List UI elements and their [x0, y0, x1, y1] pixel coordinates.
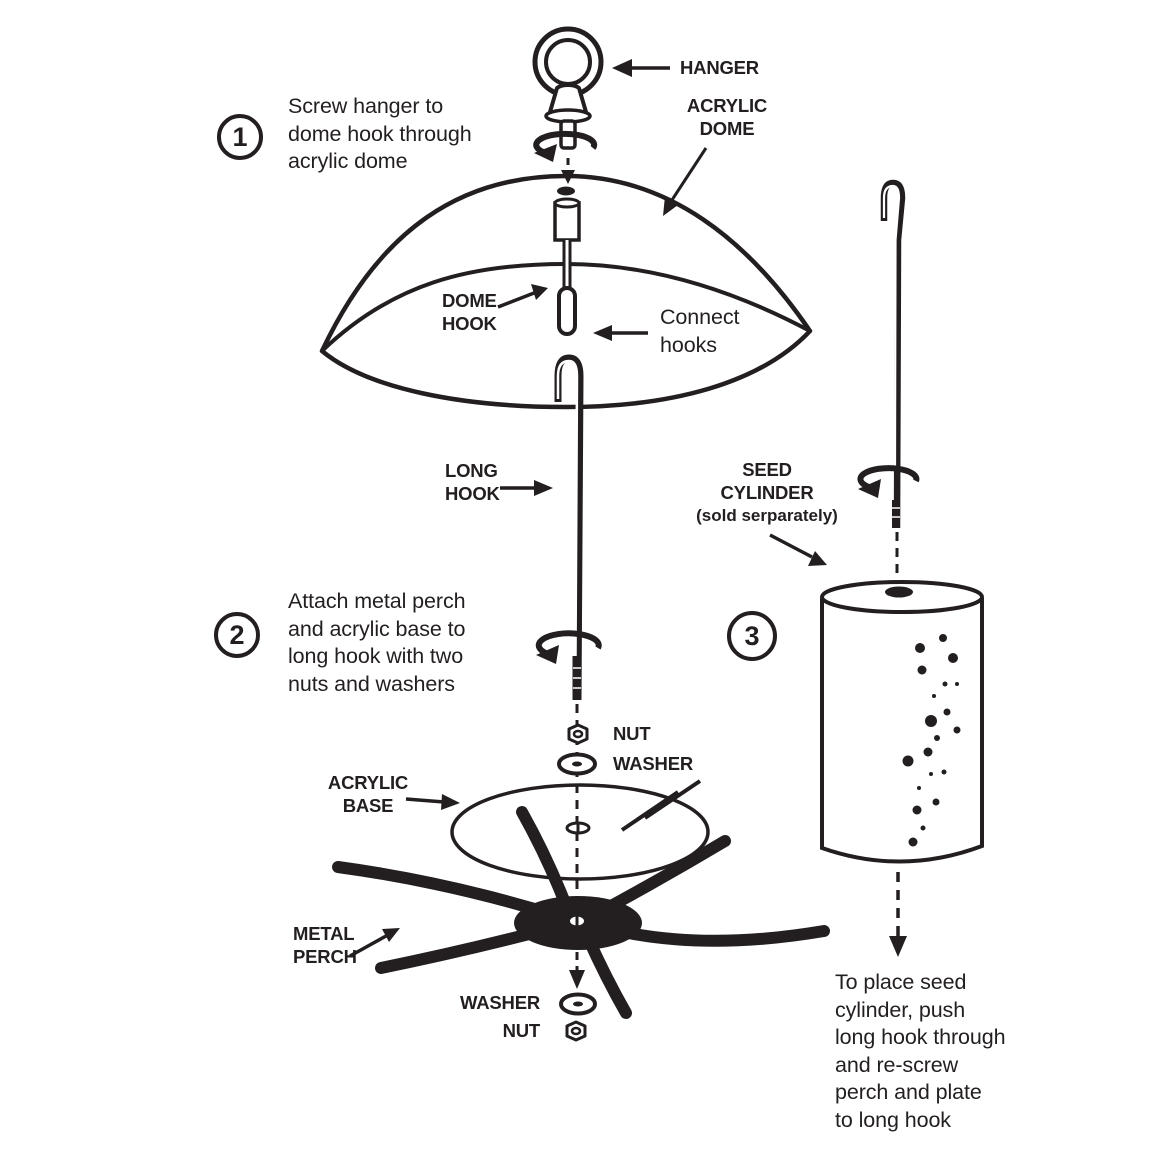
dome-hook-arrow: [497, 284, 548, 309]
washer-upper-label: WASHER: [613, 753, 693, 774]
rotation-arrow-hanger-icon: [533, 130, 598, 162]
seed-cylinder-note: (sold serparately): [696, 506, 838, 525]
step-2-number: 2: [229, 619, 245, 650]
connect-hooks-arrow: [593, 325, 648, 341]
rotation-arrow-long-hook-icon: [535, 630, 602, 664]
step-1-number: 1: [232, 121, 248, 152]
step-3-number: 3: [744, 620, 760, 651]
seed-cylinder-label: SEED CYLINDER: [720, 459, 814, 503]
hanger-icon: [532, 26, 604, 150]
acrylic-dome-arrow: [663, 147, 708, 216]
nut-lower-label: NUT: [502, 1020, 541, 1041]
metal-perch-arrow: [349, 928, 400, 958]
acrylic-base-label: ACRYLIC BASE: [327, 772, 409, 816]
step-1-badge: 1: [217, 114, 263, 160]
dome-hook-icon: [553, 197, 581, 336]
step-2-instruction: Attach metal perch and acrylic base to l…: [288, 589, 466, 696]
seed-dots: [902, 634, 961, 847]
rotation-arrow-seed-hook-icon: [857, 465, 920, 498]
dome-hook-label: DOME HOOK: [442, 290, 497, 334]
metal-perch-label: METAL PERCH: [293, 923, 357, 967]
washer-upper-icon: [557, 752, 597, 776]
connect-hooks-label: Connect hooks: [660, 305, 740, 357]
step-3-instruction: To place seed cylinder, push long hook t…: [835, 970, 1006, 1132]
nut-lower-icon: [565, 1020, 587, 1042]
nut-upper-label: NUT: [613, 723, 651, 744]
axis-arrow-lower: [569, 952, 585, 989]
acrylic-dome-label: ACRYLIC DOME: [686, 95, 768, 139]
dome-top-hole: [557, 186, 575, 196]
acrylic-base-arrow: [405, 794, 460, 810]
hanger-insert-dashed-arrow: [561, 158, 575, 184]
nut-upper-icon: [567, 723, 589, 745]
step-3-badge: 3: [727, 611, 777, 661]
long-hook-icon: [554, 354, 584, 701]
washer-lower-label: WASHER: [460, 992, 540, 1013]
hanger-label: HANGER: [680, 57, 759, 78]
seed-cylinder-icon: [820, 580, 984, 864]
washer-lower-icon: [559, 992, 597, 1016]
step-2-badge: 2: [214, 612, 260, 658]
long-hook-right-icon: [880, 179, 906, 529]
long-hook-label: LONG HOOK: [445, 460, 500, 504]
hanger-arrow: [612, 59, 670, 77]
step-1-instruction: Screw hanger to dome hook through acryli…: [288, 94, 472, 173]
long-hook-arrow: [500, 480, 553, 496]
seed-cylinder-arrow: [769, 533, 827, 566]
seed-axis-arrow-lower: [889, 872, 907, 957]
axis-dash-in-hub-hole: [575, 915, 579, 927]
